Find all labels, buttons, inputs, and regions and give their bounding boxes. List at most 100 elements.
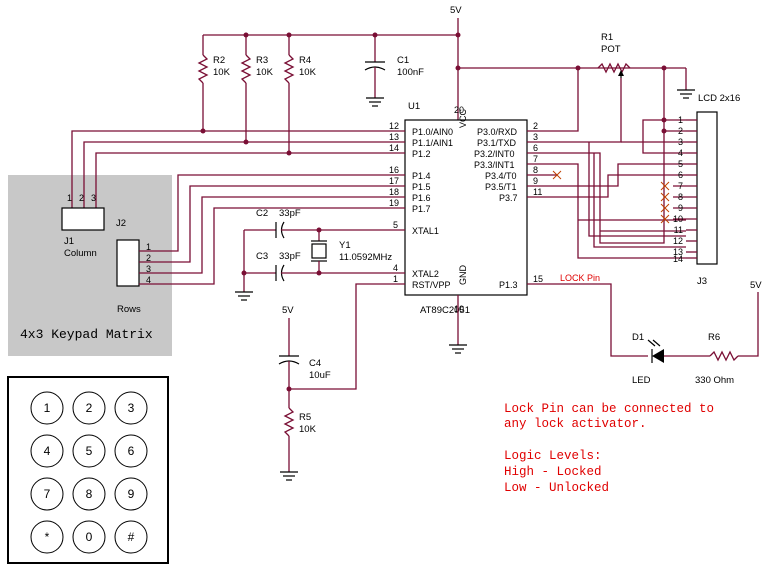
svg-text:any lock activator.: any lock activator.: [504, 417, 647, 431]
mcu-body: [404, 119, 528, 296]
j2-name: Rows: [117, 304, 141, 315]
svg-text:3: 3: [91, 193, 96, 203]
svg-text:5: 5: [678, 159, 683, 169]
svg-text:14: 14: [389, 143, 399, 153]
svg-text:13: 13: [673, 247, 683, 257]
keypad-key: [30, 520, 64, 554]
svg-text:2: 2: [146, 253, 151, 263]
svg-text:4: 4: [393, 263, 398, 273]
column-connector-j1: [61, 207, 105, 231]
vcc-reset-label: 5V: [282, 305, 294, 316]
capacitor-c4: C4 10uF: [278, 355, 331, 408]
vcc-led-label: 5V: [750, 280, 762, 291]
j2-ref: J2: [116, 218, 126, 229]
svg-text:R5: R5: [299, 412, 311, 423]
svg-text:9: 9: [678, 203, 683, 213]
mcu-ref: U1: [408, 101, 420, 112]
svg-text:10: 10: [454, 304, 464, 314]
svg-text:16: 16: [389, 165, 399, 175]
keypad-key: [30, 391, 64, 425]
mcu-left-pins: 12 P1.0/AIN0 13 P1.1/AIN1 14 P1.2 16 P1.…: [375, 121, 453, 290]
svg-text:15: 15: [533, 274, 543, 284]
svg-text:7: 7: [533, 154, 538, 164]
keypad-key: [114, 520, 148, 554]
svg-text:19: 19: [389, 198, 399, 208]
keypad-key: [30, 434, 64, 468]
svg-text:P3.0/RXD: P3.0/RXD: [477, 127, 518, 137]
svg-text:4: 4: [146, 275, 151, 285]
svg-text:R2: R2: [213, 55, 225, 66]
svg-text:R1: R1: [601, 32, 613, 43]
svg-text:RST/VPP: RST/VPP: [412, 280, 451, 290]
keypad-key: [114, 477, 148, 511]
svg-text:D1: D1: [632, 332, 644, 343]
svg-text:R6: R6: [708, 332, 720, 343]
svg-text:3: 3: [146, 264, 151, 274]
vcc-top-label: 5V: [450, 5, 462, 16]
svg-text:12: 12: [673, 236, 683, 246]
mcu-right-pins: 2 P3.0/RXD 3 P3.1/TXD 6 P3.2/INT0 7 P3.3…: [474, 121, 557, 290]
svg-text:11: 11: [674, 225, 683, 235]
svg-text:33pF: 33pF: [279, 251, 301, 262]
svg-text:13: 13: [389, 132, 399, 142]
svg-text:20: 20: [454, 105, 464, 115]
lcd-connector-j3: [696, 111, 718, 265]
svg-text:330 Ohm: 330 Ohm: [695, 375, 734, 386]
svg-text:10K: 10K: [299, 67, 317, 78]
svg-text:P1.4: P1.4: [412, 171, 431, 181]
keypad-key-label: 9: [128, 487, 135, 501]
svg-text:R4: R4: [299, 55, 311, 66]
capacitor-c3: C3 33pF: [244, 251, 375, 282]
svg-text:8: 8: [678, 192, 683, 202]
keypad-key-label: 3: [128, 401, 135, 415]
keypad-key-label: 2: [86, 401, 93, 415]
svg-text:C2: C2: [256, 208, 268, 219]
lock-pin-label: LOCK Pin: [560, 273, 600, 283]
keypad-key: [72, 477, 106, 511]
resistor-r5: R5 10K: [283, 407, 317, 472]
keypad-key-label: 0: [86, 530, 93, 544]
j1-ref: J1: [64, 236, 74, 247]
lcd-label: LCD 2x16: [698, 93, 740, 104]
mcu-part: AT89C2051: [420, 305, 470, 316]
capacitor-c1: C1 100nF: [364, 35, 424, 107]
svg-text:R3: R3: [256, 55, 268, 66]
svg-text:11.0592MHz: 11.0592MHz: [339, 252, 392, 263]
svg-text:6: 6: [533, 143, 538, 153]
svg-text:P3.3/INT1: P3.3/INT1: [474, 160, 515, 170]
svg-text:18: 18: [389, 187, 399, 197]
svg-text:9: 9: [533, 176, 538, 186]
svg-text:3: 3: [678, 137, 683, 147]
svg-text:P1.5: P1.5: [412, 182, 431, 192]
svg-text:XTAL2: XTAL2: [412, 269, 439, 279]
svg-text:6: 6: [678, 170, 683, 180]
svg-text:Logic Levels:: Logic Levels:: [504, 449, 602, 463]
keypad-key-label: *: [45, 530, 50, 544]
svg-text:11: 11: [533, 187, 542, 197]
svg-text:5: 5: [393, 220, 398, 230]
svg-text:C1: C1: [397, 55, 409, 66]
crystal-y1: Y1 11.0592MHz: [311, 227, 392, 276]
resistor-r3: R3 10K: [240, 35, 274, 142]
mcu-gnd-label: GND: [458, 265, 468, 286]
resistor-r2: R2 10K: [197, 35, 231, 131]
svg-text:10: 10: [673, 214, 683, 224]
svg-text:14: 14: [673, 254, 683, 264]
keypad-key-label: #: [128, 530, 135, 544]
svg-text:LED: LED: [632, 375, 651, 386]
svg-text:1: 1: [393, 274, 398, 284]
svg-text:2: 2: [79, 193, 84, 203]
svg-text:P1.1/AIN1: P1.1/AIN1: [412, 138, 453, 148]
svg-text:XTAL1: XTAL1: [412, 226, 439, 236]
svg-text:C4: C4: [309, 358, 321, 369]
svg-text:17: 17: [389, 176, 399, 186]
mcu-vcc-label: VCC: [458, 108, 468, 128]
svg-text:P1.3: P1.3: [499, 280, 518, 290]
led-d1: D1 LED: [632, 332, 710, 386]
keypad-key-label: 5: [86, 444, 93, 458]
keypad-key-label: 6: [128, 444, 135, 458]
svg-text:Low - Unlocked: Low - Unlocked: [504, 481, 609, 495]
svg-text:2: 2: [533, 121, 538, 131]
keypad-key-label: 1: [44, 401, 51, 415]
